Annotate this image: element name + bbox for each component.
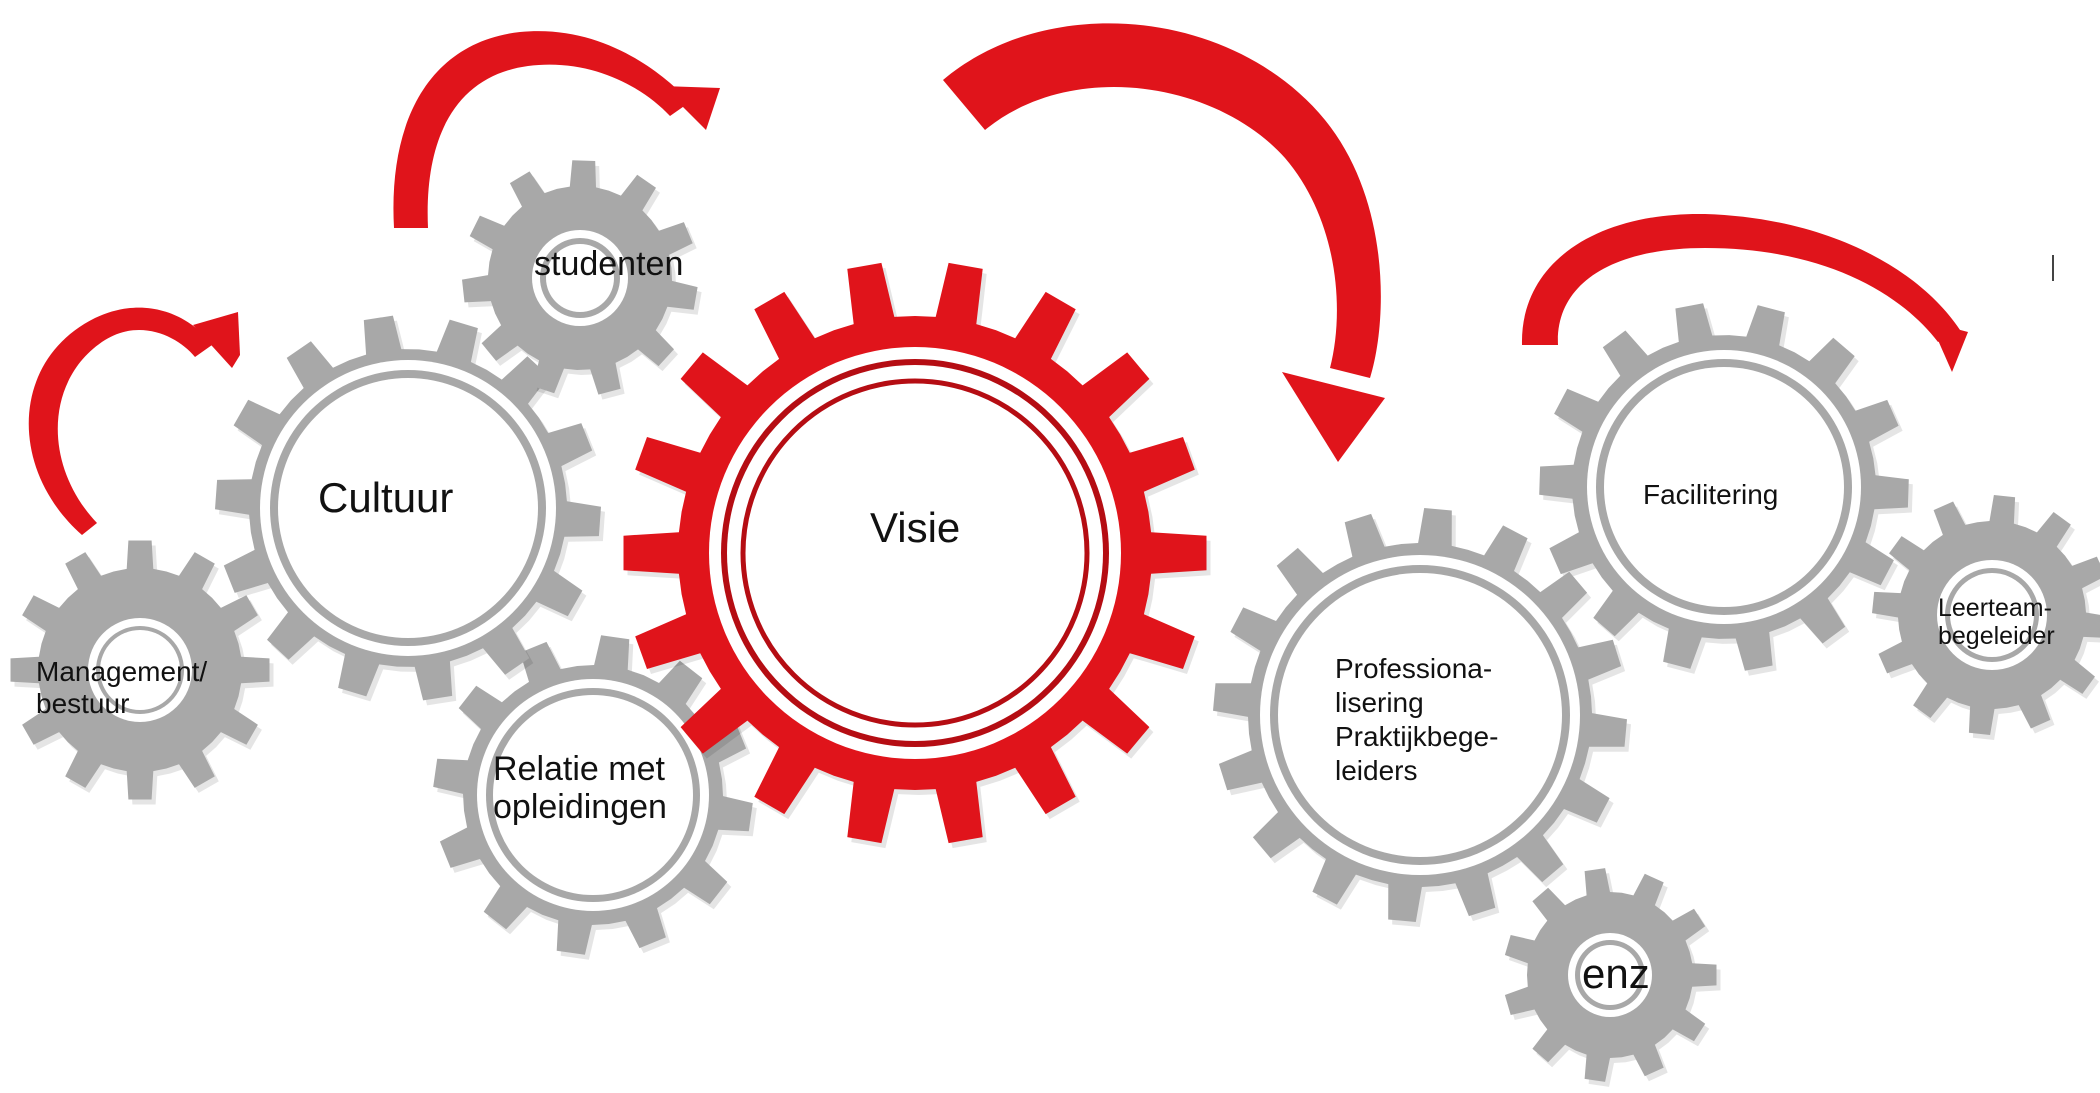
label-leerteam-line-2: begeleider: [1938, 622, 2055, 651]
gear-studenten: [462, 160, 702, 400]
label-relatie-line-1: Relatie met: [493, 750, 665, 788]
label-relatie-line-2: opleidingen: [493, 788, 667, 827]
label-professionalisering-line-3: Praktijkbege-: [1335, 720, 1499, 752]
gear-studenten-hub: [546, 244, 614, 312]
arrow-cultuur-to-studenten-head: [662, 86, 720, 130]
arrow-cultuur-to-studenten-body: [393, 31, 690, 229]
label-studenten: studenten: [534, 245, 684, 283]
label-professionalisering-line-1: Professiona-: [1335, 653, 1493, 684]
label-enz: enz: [1582, 950, 1650, 997]
arrow-visie-to-professionalisering: [943, 23, 1385, 462]
gear-cultuur-hub: [278, 378, 538, 638]
arrow-cultuur-to-studenten: [393, 31, 720, 229]
gear-management: [10, 540, 274, 805]
label-visie: Visie: [870, 504, 961, 551]
gear-relatie: [433, 635, 757, 960]
label-management: Management/ bestuur: [36, 656, 207, 719]
label-professionalisering-line-4: leiders: [1335, 754, 1418, 786]
label-cultuur: Cultuur: [318, 474, 454, 521]
gear-visie-hub: [727, 365, 1103, 741]
arrow-visie-to-professionalisering-head: [1282, 372, 1385, 462]
label-facilitering: Facilitering: [1643, 479, 1779, 510]
arrow-visie-to-professionalisering-body: [943, 23, 1381, 379]
gear-leerteam: [1872, 495, 2100, 740]
arrow-facilitering-to-leerteam: [1521, 213, 1968, 372]
gear-relatie-hub: [493, 695, 693, 895]
arrow-management-to-cultuur: [28, 307, 240, 535]
gear-cultuur: [215, 315, 605, 706]
gear-leerteam-hub: [1950, 573, 2034, 657]
gear-facilitering-hub: [1604, 367, 1844, 607]
gear-professionalisering-hub: [1278, 573, 1562, 857]
label-professionalisering: Professiona- lisering Praktijkbege- leid…: [1335, 652, 1498, 788]
gear-professionalisering: [1213, 508, 1631, 927]
gear-management-hub: [100, 630, 180, 710]
arrow-facilitering-to-leerteam-head: [1930, 322, 1968, 372]
gear-enz: [1504, 868, 1721, 1087]
gear-facilitering: [1539, 303, 1913, 676]
gear-visie: [623, 262, 1211, 849]
gear-enz-hub: [1580, 945, 1640, 1005]
label-management-line-2: bestuur: [36, 687, 130, 719]
label-leerteam: Leerteam- begeleider: [1938, 594, 2055, 651]
text-cursor-mark: [2052, 255, 2054, 281]
label-leerteam-line-1: Leerteam-: [1938, 594, 2052, 622]
label-relatie: Relatie met opleidingen: [493, 750, 667, 827]
arrow-management-to-cultuur-body: [28, 307, 212, 535]
label-management-line-1: Management/: [36, 656, 208, 687]
label-professionalisering-line-2: lisering: [1335, 686, 1424, 718]
arrow-management-to-cultuur-head: [193, 312, 240, 368]
arrow-facilitering-to-leerteam-body: [1521, 213, 1960, 345]
gear-visie-inner-ring: [740, 378, 1090, 728]
